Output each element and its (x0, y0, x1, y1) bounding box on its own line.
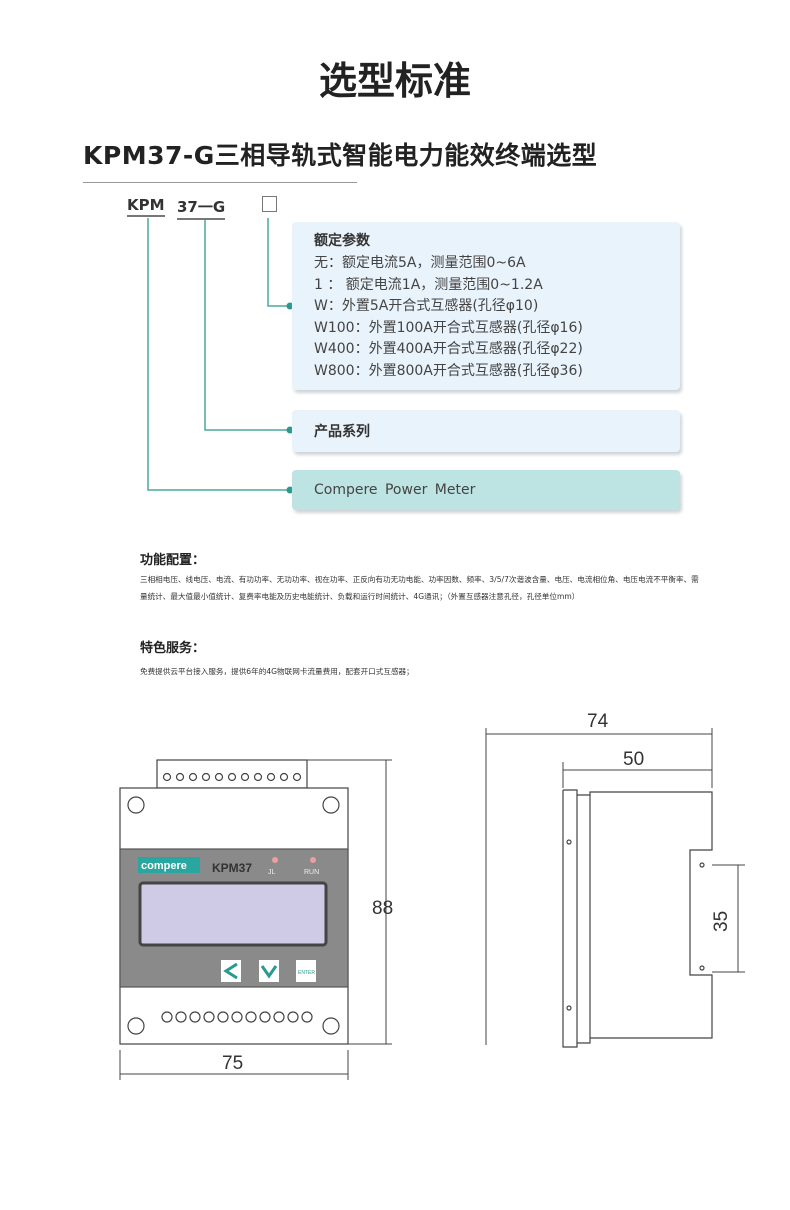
side-view (562, 789, 713, 1048)
led-run-label: RUN (304, 869, 319, 876)
enter-button-label: ENTER (298, 970, 315, 976)
param-line: W400：外置400A开合式互感器(孔径φ22) (314, 341, 583, 358)
features-heading: 功能配置： (140, 553, 206, 568)
connector-series (204, 218, 290, 431)
brand-logo: compere (141, 860, 187, 872)
connector-brand (147, 218, 290, 491)
led-jl-label: JL (268, 869, 276, 876)
series-title: 产品系列 (314, 424, 370, 440)
bottom-terminal-holes (161, 1011, 313, 1023)
param-line: 无：额定电流5A，测量范围0~6A (314, 255, 526, 271)
product-selection-title: KPM37-G三相导轨式智能电力能效终端选型 (83, 141, 598, 170)
bullet-dot (286, 302, 294, 310)
bullet-dot (286, 426, 294, 434)
rated-params-panel: 额定参数 无：额定电流5A，测量范围0~6A 1 ： 额定电流1A，测量范围0~… (292, 222, 680, 390)
brand-panel: Compere Power Meter (292, 470, 680, 510)
rated-params-title: 额定参数 (314, 233, 370, 249)
divider (83, 182, 357, 183)
param-line: W800：外置800A开合式互感器(孔径φ36) (314, 362, 583, 379)
front-view (119, 759, 349, 1045)
model-code-series: 37一G (177, 196, 226, 220)
terminal-holes (162, 772, 302, 782)
brand-title: Compere Power Meter (314, 482, 476, 498)
dim-width: 75 (222, 1053, 243, 1074)
model-code-option-box (262, 196, 277, 212)
dim-depth-inner: 50 (623, 749, 644, 770)
connector-params (267, 218, 290, 307)
features-text: 三相相电压、线电压、电流、有功功率、无功功率、视在功率、正反向有功无功电能、功率… (140, 575, 699, 601)
dim-height: 88 (372, 898, 393, 919)
param-line: 1 ： 额定电流1A，测量范围0~1.2A (314, 276, 543, 293)
param-line: W：外置5A开合式互感器(孔径φ10) (314, 298, 539, 315)
page-title: 选型标准 (318, 59, 471, 103)
services-text: 免费提供云平台接入服务，提供6年的4G物联网卡流量费用，配套开口式互感器； (140, 667, 414, 676)
model-code-prefix: KPM (127, 196, 165, 217)
series-panel: 产品系列 (292, 410, 680, 452)
dim-depth: 74 (587, 711, 609, 732)
services-heading: 特色服务： (140, 641, 206, 656)
dim-rail: 35 (711, 911, 732, 932)
connector-lines (147, 218, 294, 494)
bullet-dot (286, 486, 294, 494)
dimension-drawing: compere KPM37 JL RUN ENTER 88 75 (119, 711, 745, 1080)
model-label: KPM37 (212, 861, 252, 875)
param-line: W100：外置100A开合式互感器(孔径φ16) (314, 319, 583, 336)
